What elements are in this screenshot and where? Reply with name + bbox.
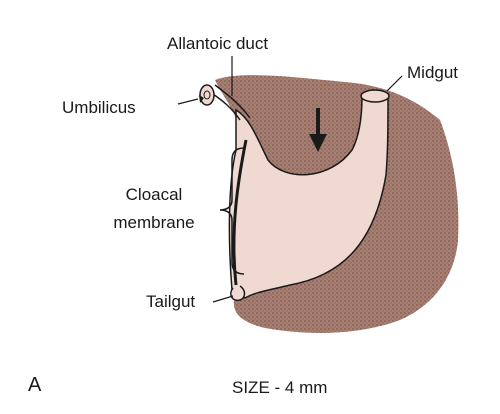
arrow-down-icon: [309, 134, 327, 152]
cloacal-brace: [219, 147, 245, 275]
label-allantoic-duct: Allantoic duct: [167, 34, 269, 53]
label-umbilicus: Umbilicus: [62, 98, 136, 117]
umbilicus-inner: [203, 90, 211, 100]
label-midgut: Midgut: [407, 63, 459, 82]
leader-umbilicus: [177, 98, 199, 105]
label-cloacal-line1: Cloacal: [125, 185, 183, 204]
allantoic-duct-inner: [214, 84, 251, 119]
label-cloacal-line2: membrane: [113, 213, 195, 232]
panel-letter: A: [28, 374, 42, 396]
leader-umbilicus-arrowhead: [199, 95, 204, 103]
midgut-opening: [360, 89, 390, 103]
label-tailgut: Tailgut: [146, 292, 196, 311]
size-label: SIZE - 4 mm: [232, 378, 328, 397]
tailgut-loop: [230, 285, 246, 302]
umbilicus-opening: [199, 84, 215, 106]
leader-tailgut: [212, 295, 234, 303]
cloacal-membrane-edge: [232, 139, 248, 286]
leader-midgut: [386, 75, 403, 92]
